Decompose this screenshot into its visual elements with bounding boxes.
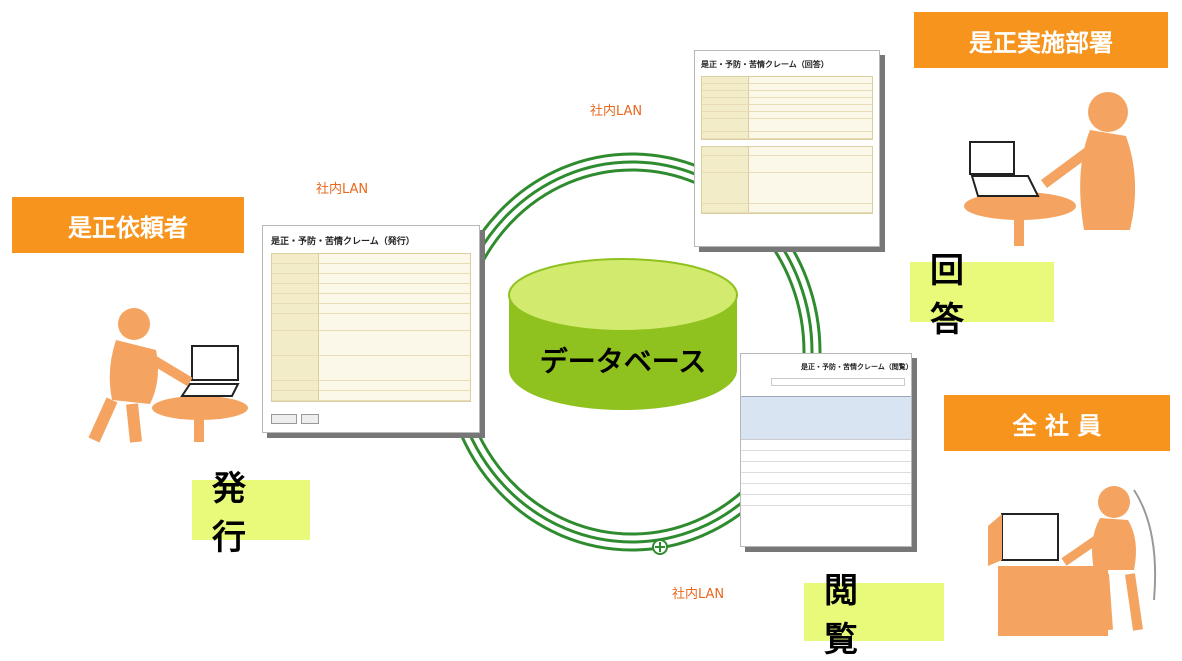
implementer-person-icon	[964, 92, 1136, 246]
issue-screen: 是正・予防・苦情クレーム（発行）	[262, 225, 480, 433]
browse-label: 閲 覧	[804, 571, 944, 660]
answer-form-upper	[701, 76, 873, 140]
browse-table	[741, 439, 911, 506]
lan-label-bottom: 社内LAN	[672, 587, 725, 602]
all-staff-label: 全 社 員	[944, 395, 1170, 451]
database-cylinder	[508, 258, 738, 410]
issue-screen-title: 是正・予防・苦情クレーム（発行）	[271, 237, 415, 247]
issue-submit-button[interactable]	[271, 414, 297, 424]
browse-table-header	[741, 396, 911, 439]
lan-label-left: 社内LAN	[316, 182, 369, 197]
table-row[interactable]	[741, 462, 911, 473]
issue-label: 発 行	[192, 469, 310, 558]
browse-filter-row[interactable]	[771, 378, 905, 386]
table-row[interactable]	[741, 473, 911, 484]
requester-label: 是正依頼者	[12, 197, 244, 253]
ring-connector-icon	[652, 539, 668, 555]
answer-screen: 是正・予防・苦情クレーム（回答）	[694, 50, 880, 247]
answer-label: 回 答	[910, 251, 1054, 340]
database-label: データベース	[539, 345, 707, 378]
table-row[interactable]	[741, 440, 911, 451]
network-ring	[442, 152, 822, 555]
issue-clear-button[interactable]	[301, 414, 319, 424]
answer-screen-title: 是正・予防・苦情クレーム（回答）	[701, 60, 829, 69]
answer-form-lower	[701, 146, 873, 214]
issue-form	[271, 253, 471, 402]
staff-person-icon	[988, 486, 1157, 636]
lan-label-top: 社内LAN	[590, 104, 643, 119]
implementer-label: 是正実施部署	[914, 12, 1168, 68]
table-row[interactable]	[741, 451, 911, 462]
table-row[interactable]	[741, 484, 911, 495]
browse-screen: 是正・予防・苦情クレーム（閲覧）	[740, 353, 912, 547]
browse-screen-title: 是正・予防・苦情クレーム（閲覧）	[801, 363, 912, 371]
table-row[interactable]	[741, 495, 911, 506]
requester-person-icon	[88, 308, 248, 443]
